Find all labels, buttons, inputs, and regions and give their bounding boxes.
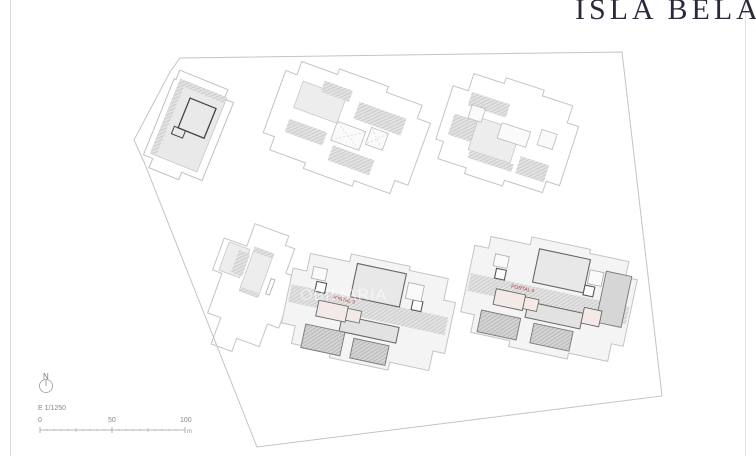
unit-label-portal-4: PORTAL 4 <box>510 284 534 295</box>
unit-label-portal-3: PORTAL 3 <box>331 295 355 306</box>
building-block-upper-left <box>142 69 235 182</box>
building-block-upper-right <box>435 72 580 194</box>
building-block-upper-center <box>262 60 432 195</box>
building-block-lower-right: PORTAL 4 <box>460 235 638 363</box>
building-block-lower-left <box>206 223 298 353</box>
right-frame-line <box>745 0 746 456</box>
north-label: N <box>43 372 49 381</box>
scale-tick-0: 0 <box>38 417 42 424</box>
brand-logo: ISLA BELA <box>575 0 756 26</box>
scale-ratio-label: E 1/1250 <box>38 405 67 412</box>
scale-tick-50: 50 <box>108 417 116 424</box>
north-arrow-icon <box>39 379 53 393</box>
building-block-lower-center: PORTAL 3 <box>280 252 457 372</box>
scale-bar <box>39 427 186 433</box>
watermark-text: OBILIARIA <box>300 287 387 304</box>
left-frame-line <box>10 0 11 456</box>
scale-tick-100: 100 <box>180 417 192 424</box>
site-boundary <box>133 51 663 448</box>
scale-unit-label: m <box>187 429 192 435</box>
